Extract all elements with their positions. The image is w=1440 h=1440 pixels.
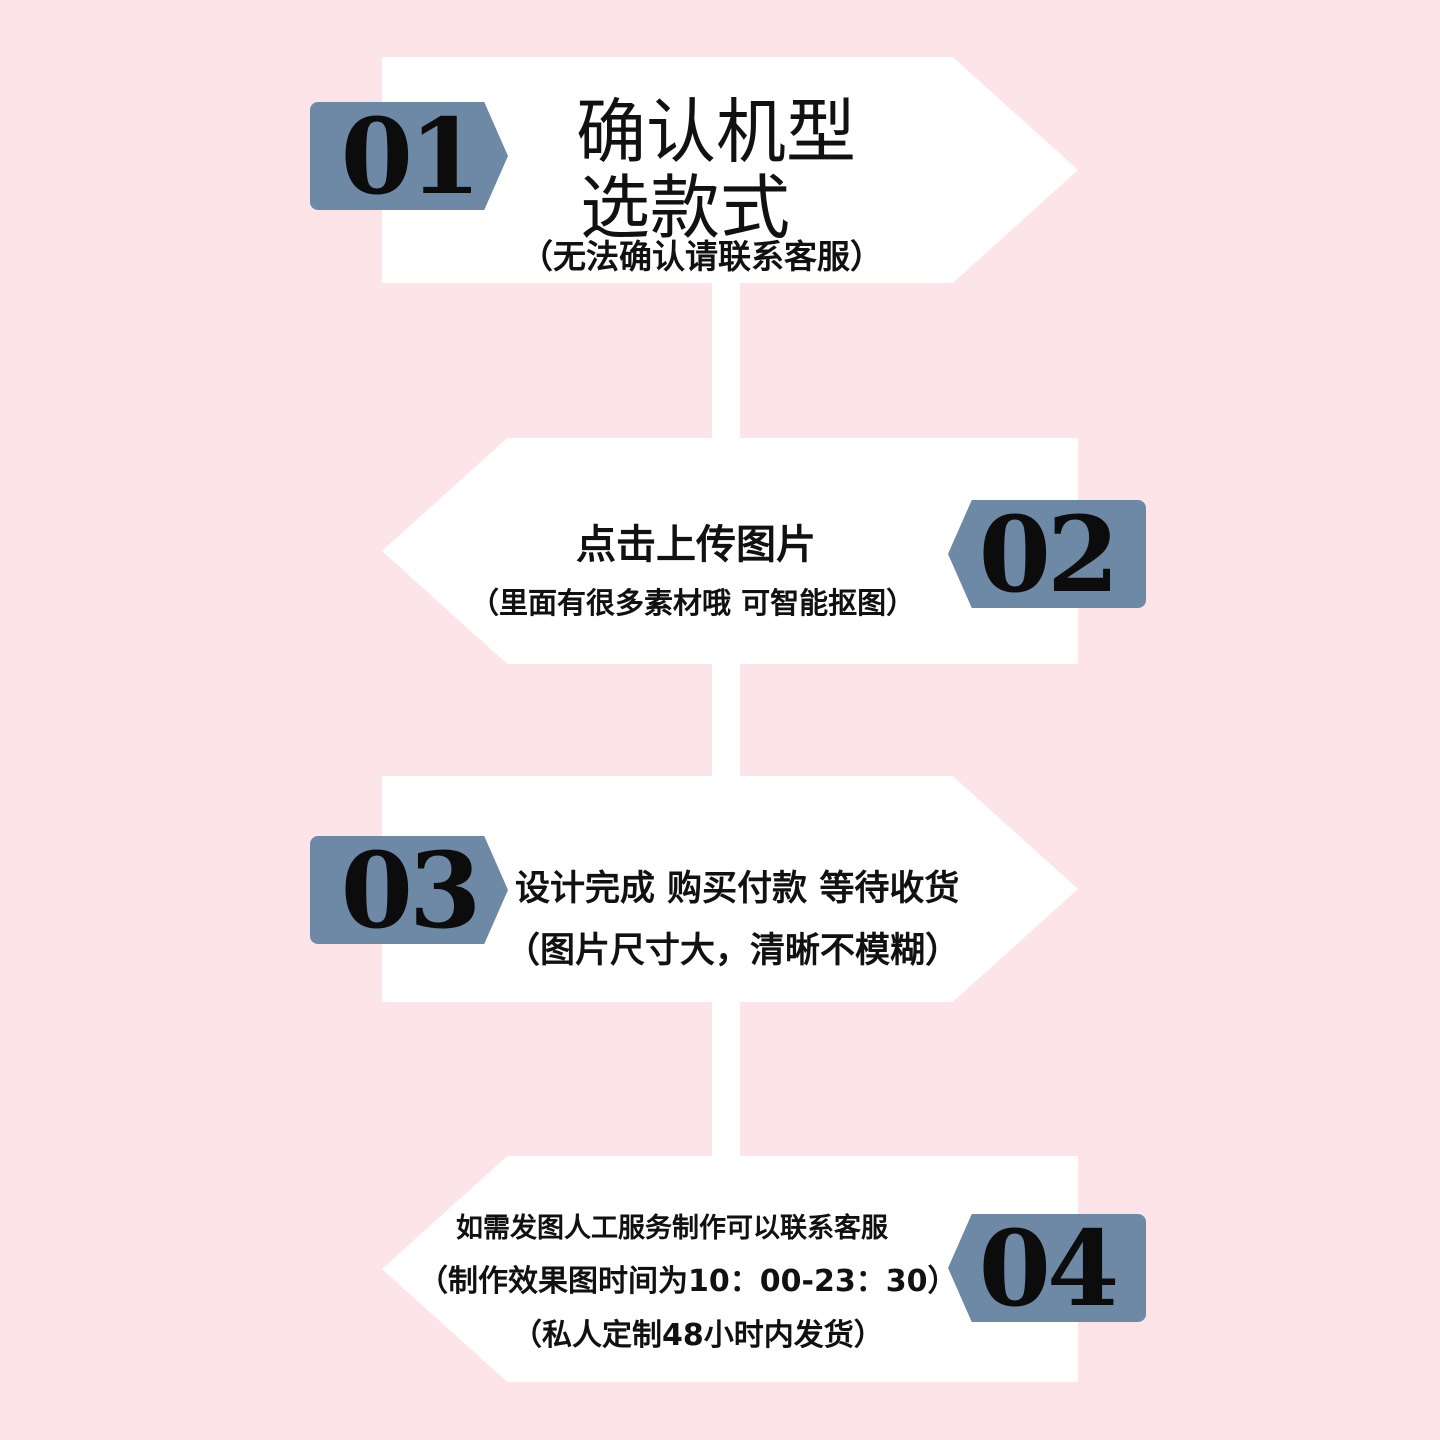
- step-2-number-tag: 02: [948, 500, 1146, 608]
- step-4-line2: （制作效果图时间为10：00-23：30）: [418, 1264, 958, 1299]
- step-2-title: 点击上传图片: [576, 522, 816, 568]
- step-2-number: 02: [978, 492, 1120, 616]
- step-1-title-line2: 选款式: [580, 167, 790, 249]
- step-3-number-tag: 03: [310, 836, 508, 944]
- connector-line-2: [712, 660, 740, 780]
- step-4-line3: （私人定制48小时内发货）: [512, 1318, 884, 1353]
- step-4-number-tag: 04: [948, 1214, 1146, 1322]
- step-1-number-tag: 01: [310, 102, 508, 210]
- step-1-note: （无法确认请联系客服）: [520, 237, 883, 276]
- step-1-number: 01: [340, 94, 482, 218]
- step-3-number: 03: [340, 828, 482, 952]
- connector-line-3: [712, 1000, 740, 1160]
- step-3-title: 设计完成 购买付款 等待收货: [515, 869, 960, 909]
- step-1-title-line1: 确认机型: [576, 91, 856, 173]
- connector-line-1: [712, 280, 740, 445]
- step-2-note: （里面有很多素材哦 可智能抠图）: [470, 586, 916, 620]
- step-3-note: （图片尺寸大，清晰不模糊）: [505, 931, 961, 971]
- step-4-number: 04: [978, 1206, 1120, 1330]
- step-4-line1: 如需发图人工服务制作可以联系客服: [456, 1213, 888, 1244]
